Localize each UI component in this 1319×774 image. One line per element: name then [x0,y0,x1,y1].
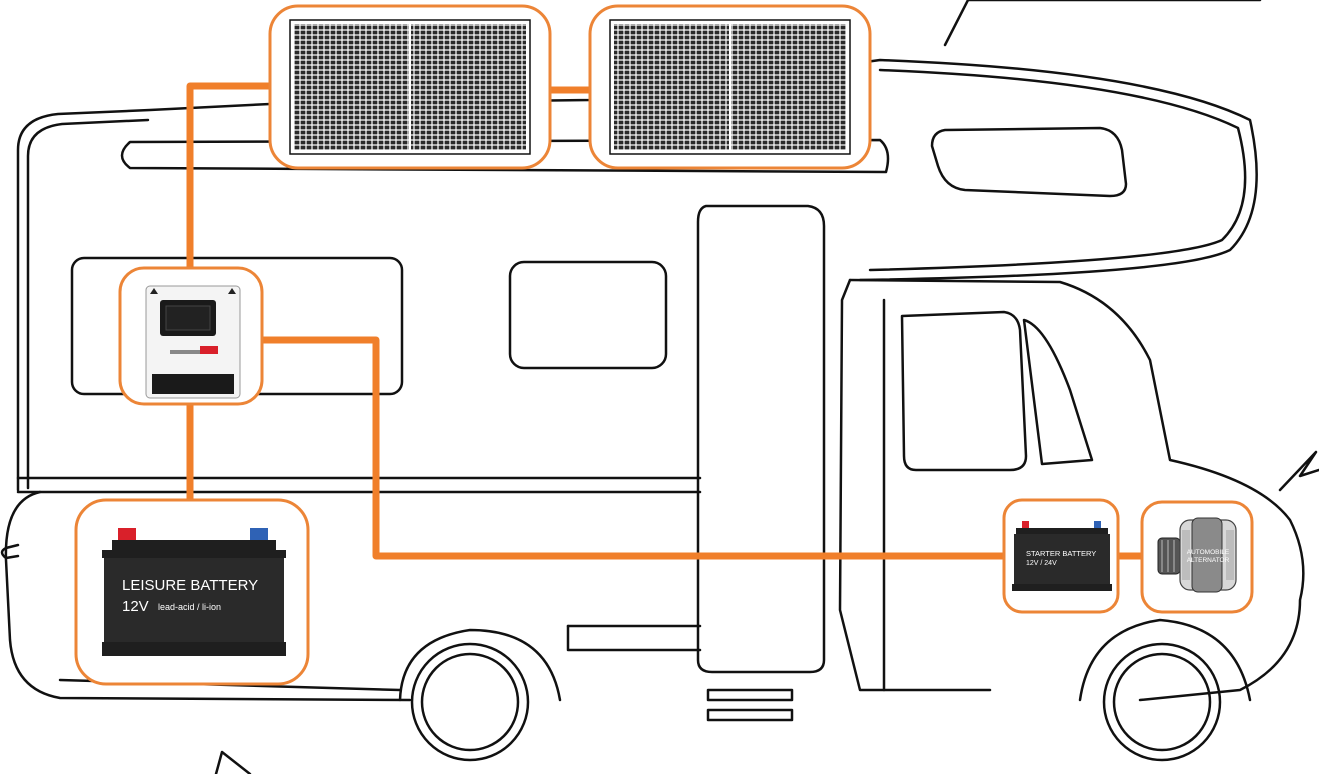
leisure-battery: LEISURE BATTERY 12V lead-acid / li-ion [76,500,308,684]
charge-controller [120,268,262,404]
charge-controller-icon [146,286,240,398]
solar-panel-icon [610,20,850,154]
starter-battery-label: STARTER BATTERY [1026,549,1096,558]
solar-panel-icon [290,20,530,154]
solar-panel-1 [270,6,550,168]
starter-battery: STARTER BATTERY 12V / 24V [1004,500,1118,612]
wire-panel-to-controller [190,86,272,270]
wire-controller-to-starter [262,340,1006,556]
solar-panel-2 [590,6,870,168]
alternator-label-line1: AUTOMOBILE [1187,549,1230,556]
leisure-battery-label: LEISURE BATTERY [122,577,258,594]
leisure-battery-voltage: 12V [122,598,149,615]
alternator: AUTOMOBILE ALTERNATOR [1142,502,1252,612]
alternator-label-line2: ALTERNATOR [1187,557,1230,564]
leisure-battery-types: lead-acid / li-ion [158,602,221,612]
starter-battery-voltage: 12V / 24V [1026,560,1057,567]
